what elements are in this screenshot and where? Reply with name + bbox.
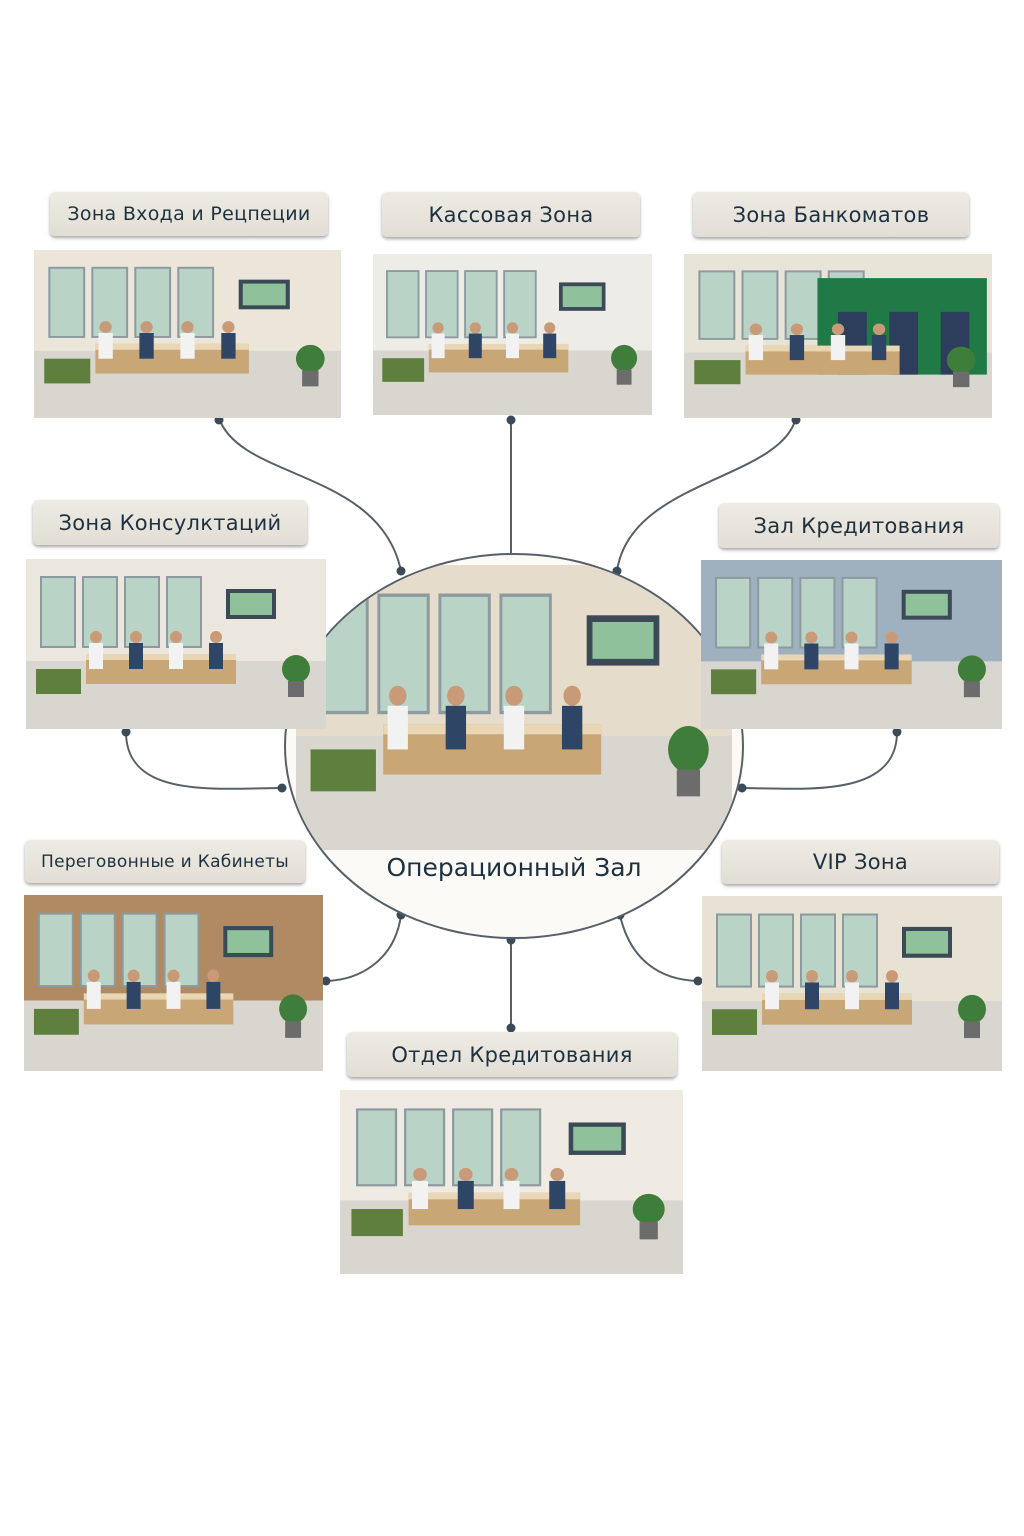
operations-hall-title: Операционный Зал: [386, 853, 642, 882]
credit-dept-illustration: [340, 1090, 683, 1274]
cash-illustration: [373, 254, 652, 415]
zone-label-vip: VIP Зона: [722, 840, 999, 884]
entrance-illustration: [34, 250, 341, 418]
zone-label-consult: Зона Консулктаций: [33, 500, 307, 545]
vip-illustration: [702, 896, 1002, 1071]
zone-label-credit-hall: Зал Кредитования: [719, 503, 999, 548]
zone-label-entrance: Зона Входа и Рецпеции: [50, 192, 328, 236]
credit-hall-illustration: [701, 560, 1002, 729]
consult-illustration: [26, 559, 326, 729]
zone-label-cash: Кассовая Зона: [382, 192, 640, 237]
operations-hall-illustration: [296, 565, 732, 850]
zone-label-credit-dept: Отдел Кредитования: [347, 1032, 677, 1077]
operations-hall-hub: Операционный Зал: [284, 553, 744, 939]
zone-label-meeting: Переговонные и Кабинеты: [25, 840, 305, 883]
meeting-illustration: [24, 895, 323, 1071]
zone-label-atm: Зона Банкоматов: [693, 192, 969, 237]
atm-illustration: [684, 254, 992, 418]
